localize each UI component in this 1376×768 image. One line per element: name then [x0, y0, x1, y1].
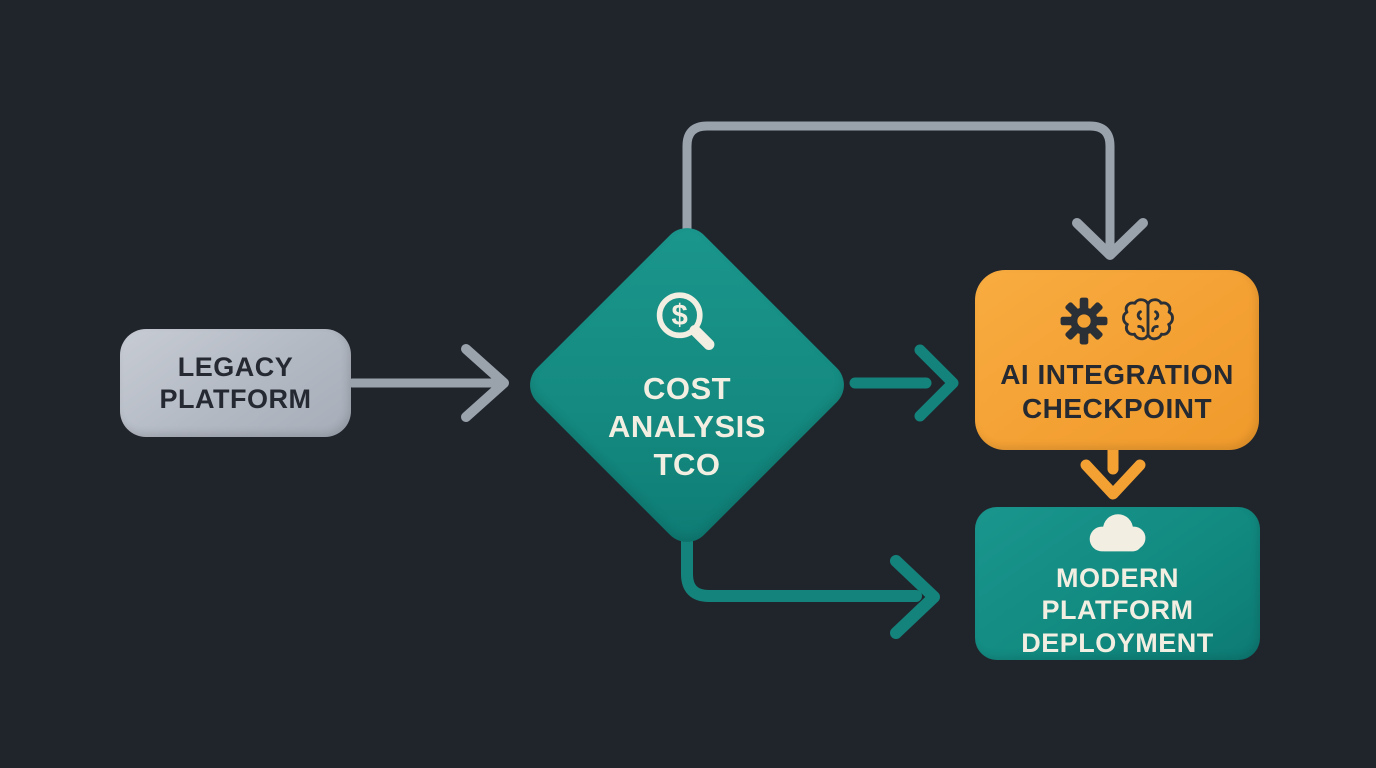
edge-cost-to-deployment: [681, 529, 940, 639]
node-legacy-platform: LEGACY PLATFORM: [120, 329, 351, 437]
legacy-platform-label: LEGACY PLATFORM: [159, 351, 312, 414]
node-ai-integration-checkpoint: AI INTEGRATION CHECKPOINT: [975, 270, 1259, 450]
modern-platform-deployment-label: MODERN PLATFORM DEPLOYMENT: [1021, 562, 1214, 658]
cost-analysis-label: COST ANALYSIS TCO: [608, 371, 766, 482]
node-cost-analysis: $ COST ANALYSIS TCO: [520, 218, 854, 552]
gear-icon: [1059, 296, 1109, 346]
edge-legacy-to-cost: [347, 344, 509, 422]
brain-icon: [1121, 294, 1175, 348]
magnifier-dollar-icon: $: [648, 286, 726, 364]
edge-cost-to-checkpoint-loop: [682, 121, 1148, 260]
ai-integration-checkpoint-label: AI INTEGRATION CHECKPOINT: [1000, 359, 1234, 424]
node-modern-platform-deployment: MODERN PLATFORM DEPLOYMENT: [975, 507, 1260, 660]
edge-checkpoint-to-deployment: [1080, 443, 1146, 500]
cloud-icon: [1082, 508, 1154, 554]
edge-cost-to-checkpoint: [849, 344, 959, 422]
dollar-glyph: $: [672, 300, 688, 332]
